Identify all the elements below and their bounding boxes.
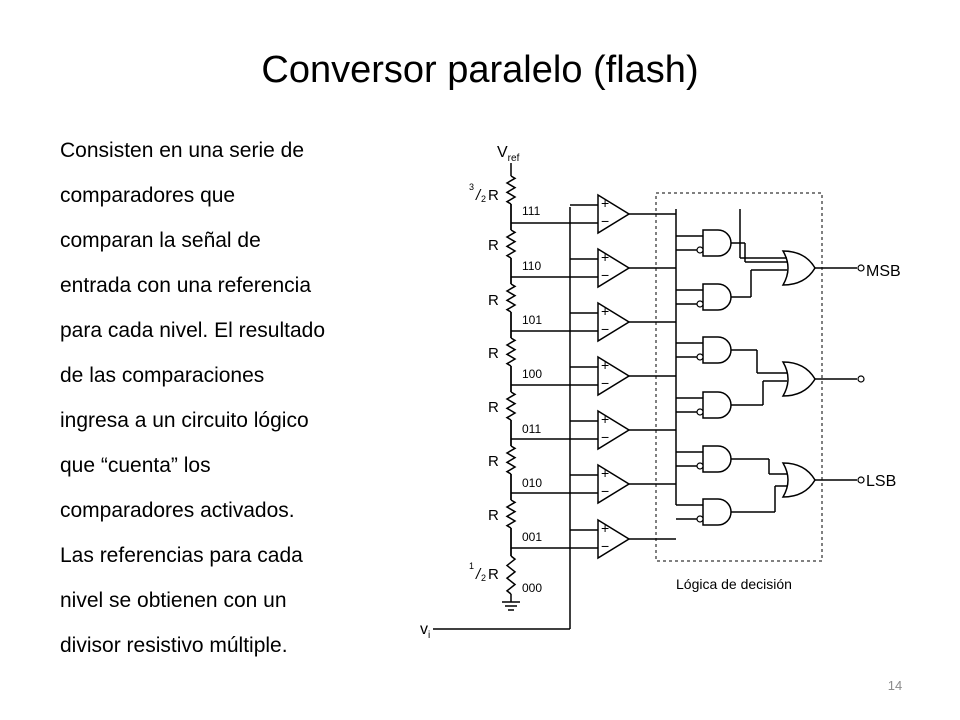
- flash-adc-circuit-diagram: Vref vi 3 / 2 R 1 / 2 R MSB LSB Lógica d…: [420, 144, 901, 641]
- ladder-resistor: [505, 391, 517, 421]
- body-line: que “cuenta” los: [60, 454, 211, 477]
- comparator-minus: −: [601, 483, 609, 499]
- comparator: [597, 518, 631, 560]
- body-line: ingresa a un circuito lógico: [60, 409, 309, 432]
- lsb-label: LSB: [866, 473, 896, 490]
- ladder-resistor: [505, 283, 517, 313]
- inverter-bubble: [696, 300, 704, 308]
- comparator: [597, 409, 631, 451]
- inverter-bubble: [696, 246, 704, 254]
- body-line: Consisten en una serie de: [60, 139, 304, 162]
- comparator-minus: −: [601, 267, 609, 283]
- output-terminal: [857, 375, 865, 383]
- svg-text:3: 3: [469, 182, 474, 192]
- resistor-label: R: [488, 453, 499, 470]
- comparator: [597, 463, 631, 505]
- comparator-minus: −: [601, 213, 609, 229]
- body-line: comparan la señal de: [60, 229, 261, 252]
- vref-label: Vref: [497, 144, 520, 164]
- top-resistor-label: 3 / 2 R: [469, 182, 499, 204]
- inverter-bubble: [696, 353, 704, 361]
- comparator-minus: −: [601, 321, 609, 337]
- comparator-plus: +: [601, 249, 609, 265]
- ladder-resistor: [505, 445, 517, 475]
- body-line: Las referencias para cada: [60, 544, 303, 567]
- resistor-label: R: [488, 237, 499, 254]
- node-code-label: 010: [522, 476, 542, 490]
- body-line: nivel se obtienen con un: [60, 589, 287, 612]
- resistor-label: R: [488, 292, 499, 309]
- svg-text:R: R: [488, 187, 499, 204]
- or-gate-lsb: [781, 462, 816, 498]
- node-code-label: 000: [522, 581, 542, 595]
- comparator: [597, 247, 631, 289]
- body-line: entrada con una referencia: [60, 274, 312, 297]
- comparator-minus: −: [601, 429, 609, 445]
- node-code-label: 101: [522, 313, 542, 327]
- svg-text:2: 2: [481, 194, 486, 204]
- inverter-bubble: [696, 515, 704, 523]
- comparator: [597, 355, 631, 397]
- and-gate: [702, 336, 732, 364]
- body-line: comparadores activados.: [60, 499, 295, 522]
- and-gate: [702, 283, 732, 311]
- body-line: divisor resistivo múltiple.: [60, 634, 288, 657]
- inverter-bubble: [696, 462, 704, 470]
- resistor-label: R: [488, 345, 499, 362]
- comparator-minus: −: [601, 375, 609, 391]
- node-code-label: 100: [522, 367, 542, 381]
- comparator-plus: +: [601, 357, 609, 373]
- decision-logic-box: [655, 192, 823, 562]
- ladder-resistor: [505, 499, 517, 529]
- output-terminal: [857, 264, 865, 272]
- body-line: para cada nivel. El resultado: [60, 319, 325, 342]
- node-code-label: 111: [522, 204, 541, 218]
- body-line: de las comparaciones: [60, 364, 265, 387]
- ladder-resistor: [505, 337, 517, 367]
- comparator-plus: +: [601, 195, 609, 211]
- svg-text:/: /: [475, 187, 482, 204]
- svg-text:R: R: [488, 566, 499, 583]
- vi-label: vi: [420, 621, 430, 641]
- or-gate-mid: [781, 361, 816, 397]
- node-code-label: 011: [522, 422, 541, 436]
- svg-text:/: /: [475, 566, 482, 583]
- and-gate: [702, 498, 732, 526]
- ladder-resistor: [505, 175, 517, 205]
- output-terminal: [857, 476, 865, 484]
- node-code-label: 110: [522, 259, 541, 273]
- comparator-plus: +: [601, 520, 609, 536]
- slide-title: Conversor paralelo (flash): [261, 49, 699, 91]
- body-text: Consisten en una serie de comparadores q…: [60, 128, 410, 668]
- inverter-bubble: [696, 408, 704, 416]
- resistor-label: R: [488, 507, 499, 524]
- and-gate: [702, 391, 732, 419]
- svg-text:1: 1: [469, 561, 474, 571]
- or-gate-msb: [781, 250, 816, 286]
- comparator: [597, 301, 631, 343]
- ladder-resistor: [505, 229, 517, 259]
- body-line: comparadores que: [60, 184, 236, 207]
- bottom-resistor-label: 1 / 2 R: [469, 561, 499, 583]
- circuit-wiring: R R R R R R 111 110 101 100 011 010 001 000 + − + − + − + − + −…: [433, 163, 865, 630]
- comparator-plus: +: [601, 465, 609, 481]
- and-gate: [702, 445, 732, 473]
- and-gate: [702, 229, 732, 257]
- node-code-label: 001: [522, 530, 542, 544]
- msb-label: MSB: [866, 263, 901, 280]
- comparator-plus: +: [601, 303, 609, 319]
- logic-label: Lógica de decisión: [676, 576, 792, 592]
- resistor-label: R: [488, 399, 499, 416]
- comparator-minus: −: [601, 538, 609, 554]
- comparator: [597, 193, 631, 235]
- ladder-resistor: [505, 555, 517, 595]
- svg-text:2: 2: [481, 573, 486, 583]
- page-number: 14: [887, 678, 903, 693]
- comparator-plus: +: [601, 411, 609, 427]
